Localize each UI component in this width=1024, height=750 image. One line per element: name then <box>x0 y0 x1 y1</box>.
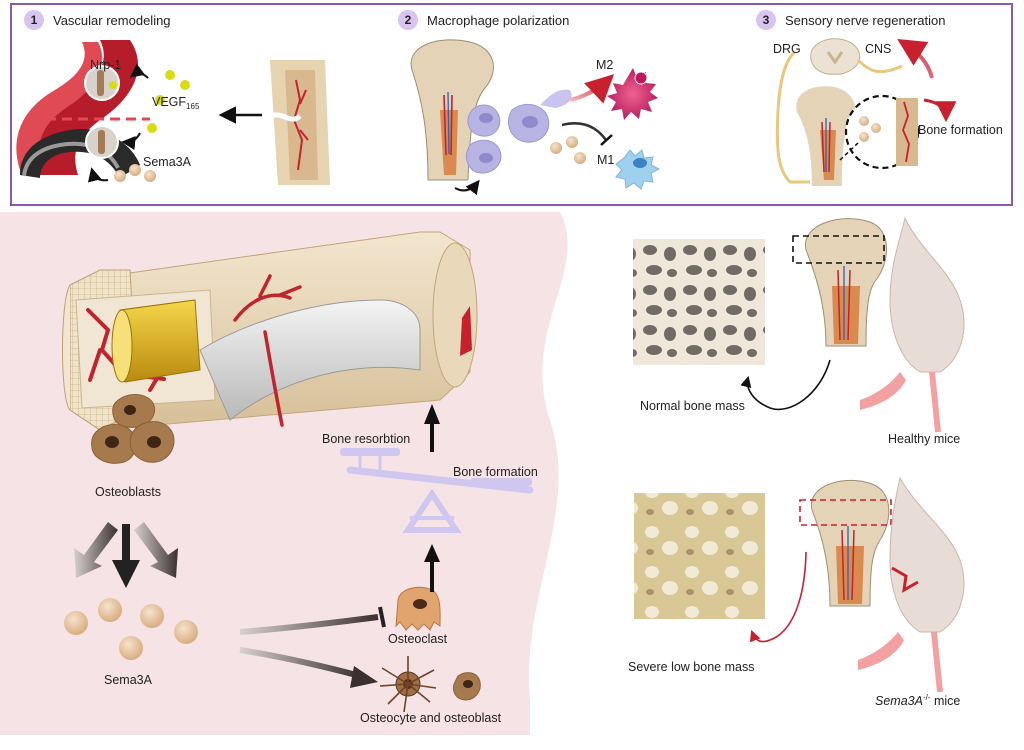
label-osteoclast: Osteoclast <box>388 632 448 646</box>
label-m1: M1 <box>597 153 615 167</box>
seesaw-balance <box>340 404 534 592</box>
label-drg: DRG <box>773 42 801 56</box>
label-knockout-gene: Sema3A <box>875 694 923 708</box>
label-normal-bone-mass: Normal bone mass <box>640 399 745 413</box>
panel-2-title: Macrophage polarization <box>427 13 570 28</box>
label-sema3a-bottom: Sema3A <box>104 673 152 687</box>
vascular-remodeling-illustration <box>16 40 330 185</box>
label-vegf-text: VEGF <box>152 95 187 109</box>
sensory-nerve-illustration <box>775 38 957 186</box>
label-knockout-mice-text: mice <box>930 694 961 708</box>
label-bone-formation-top: Bone formation <box>918 123 1003 137</box>
label-nrp1: Nrp-1 <box>90 58 122 72</box>
panel-2-number: 2 <box>398 10 418 30</box>
panel-1-title: Vascular remodeling <box>53 13 171 28</box>
label-knockout-mice: Sema3A-/- mice <box>875 693 961 709</box>
knockout-femur <box>799 479 892 607</box>
label-healthy-mice: Healthy mice <box>888 432 961 446</box>
healthy-femur <box>792 218 888 347</box>
knockout-callout-arrow <box>749 551 807 643</box>
sema3a-molecules <box>64 598 198 660</box>
sema3a-effect-arrows <box>239 606 386 688</box>
normal-bone-microct <box>633 239 765 365</box>
label-severe-low-bone-mass: Severe low bone mass <box>628 660 755 674</box>
label-cns: CNS <box>865 42 892 56</box>
label-sema3a-top: Sema3A <box>143 155 191 169</box>
healthy-knee-joint <box>860 216 965 433</box>
osteocyte-cell <box>379 656 481 713</box>
sema3a-release-arrows <box>74 522 178 588</box>
label-vegf: VEGF165 <box>152 95 200 112</box>
panel-1-number: 1 <box>24 10 44 30</box>
label-bone-formation-scale: Bone formation <box>453 465 538 479</box>
panel-3-number: 3 <box>756 10 776 30</box>
osteoblast-cells <box>91 394 175 464</box>
label-osteocyte-osteoblast: Osteocyte and osteoblast <box>360 711 502 725</box>
label-m2: M2 <box>596 58 614 72</box>
label-osteoblasts: Osteoblasts <box>95 485 162 499</box>
macrophage-polarization-illustration <box>410 39 661 196</box>
label-vegf-subscript: 165 <box>186 102 200 111</box>
knockout-knee-joint <box>858 476 965 693</box>
label-bone-resorption: Bone resorbtion <box>322 432 411 446</box>
osteoclast-cell <box>395 586 441 631</box>
label-knockout-superscript: -/- <box>922 693 931 702</box>
healthy-callout-arrow <box>740 359 831 411</box>
lowmass-bone-microct <box>634 493 765 619</box>
panel-3-title: Sensory nerve regeneration <box>785 13 946 28</box>
bone-scaffold-illustration <box>62 231 478 431</box>
